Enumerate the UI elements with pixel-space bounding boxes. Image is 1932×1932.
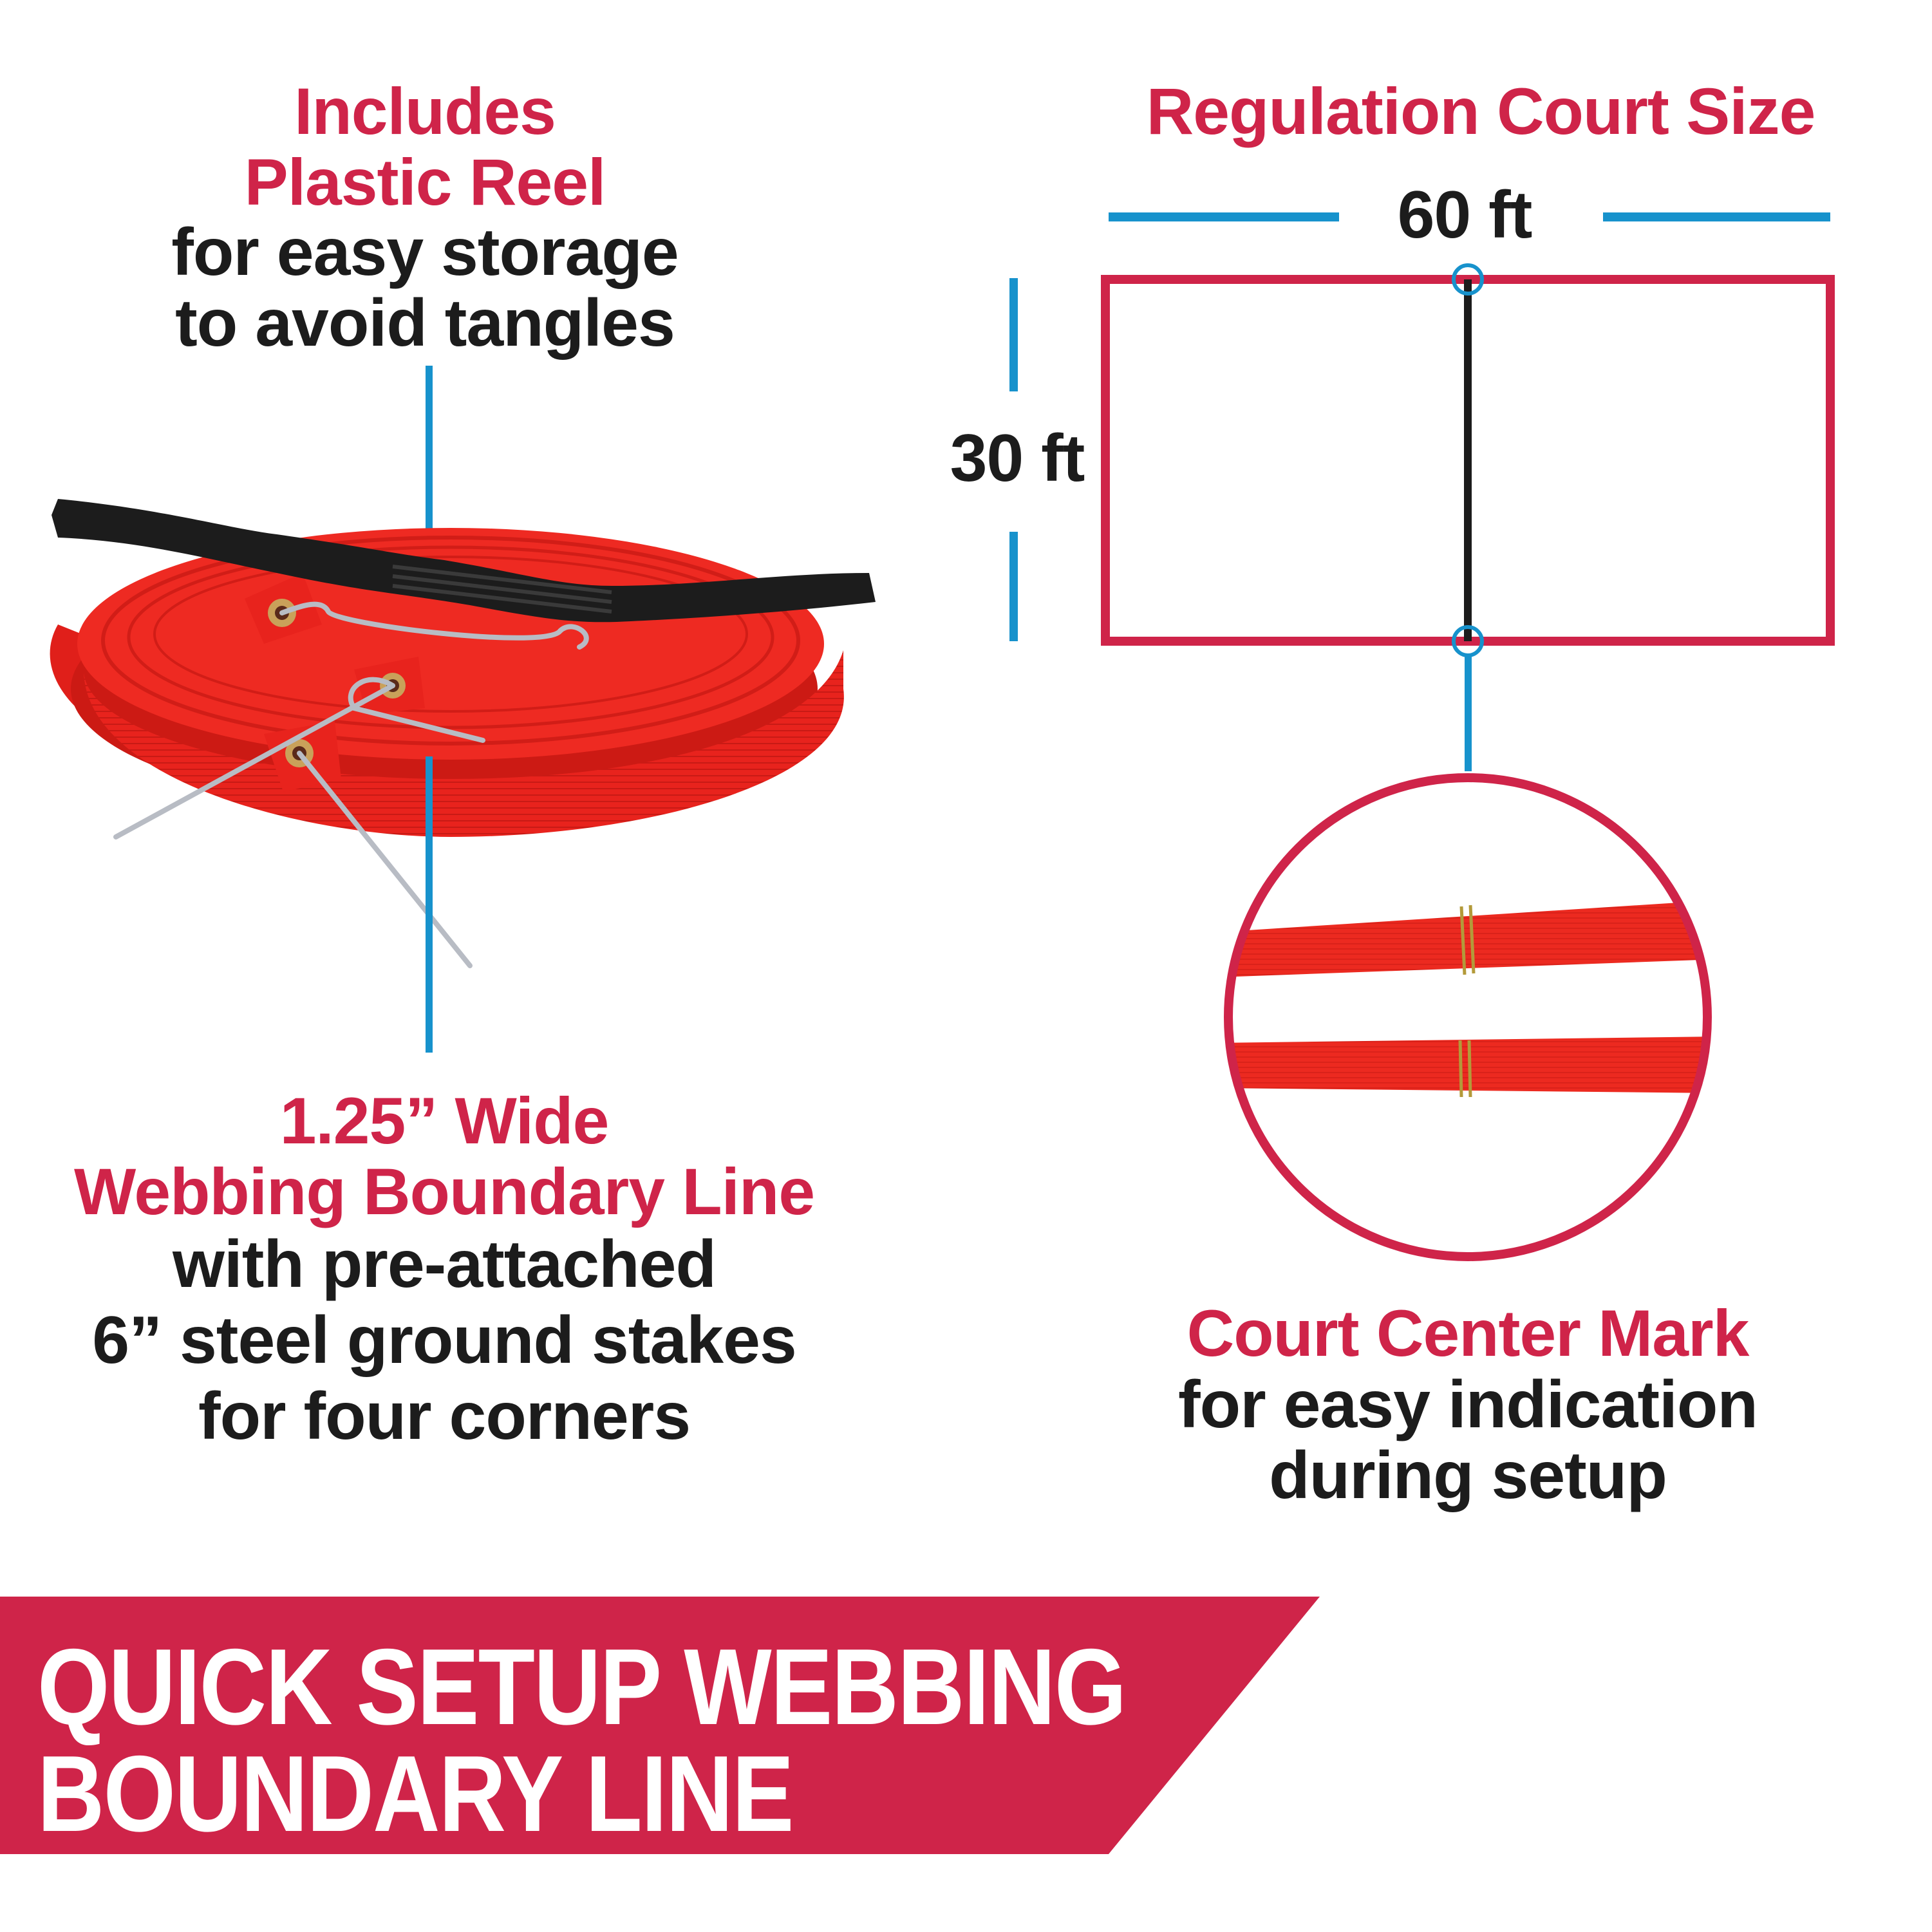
webbing-body-line1: with pre-attached: [173, 1227, 717, 1302]
webbing-body-line3: for four corners: [198, 1379, 691, 1454]
court-diagram-title: Regulation Court Size: [1146, 75, 1816, 148]
height-dimension-line-top: [1009, 278, 1018, 391]
court-outline: [1101, 263, 1835, 657]
center-mark-leader-line: [1465, 655, 1472, 771]
center-mark-zoom-circle: [1224, 773, 1712, 1261]
reel-title-line2: Plastic Reel: [244, 145, 606, 219]
webbing-leader-line: [426, 756, 433, 1053]
height-dimension-line-bottom: [1009, 532, 1018, 641]
webbing-title-line1: 1.25” Wide: [279, 1084, 610, 1158]
reel-leader-line: [426, 366, 433, 533]
title-banner: QUICK SETUP WEBBING BOUNDARY LINE: [0, 1597, 1320, 1854]
banner-line2: BOUNDARY LINE: [37, 1733, 794, 1854]
width-dimension-line-left: [1109, 212, 1339, 221]
center-mark-body-line1: for easy indication: [1178, 1367, 1758, 1442]
reel-body-line1: for easy storage: [171, 215, 679, 290]
webbing-title-line2: Webbing Boundary Line: [73, 1155, 815, 1228]
width-dimension-line-right: [1603, 212, 1830, 221]
center-mark-body-line2: during setup: [1269, 1438, 1667, 1513]
height-dimension-label: 30 ft: [950, 421, 1085, 496]
center-mark-title: Court Center Mark: [1186, 1297, 1750, 1370]
width-dimension-label: 60 ft: [1397, 178, 1533, 252]
webbing-body-line2: 6” steel ground stakes: [92, 1303, 797, 1378]
reel-title-line1: Includes: [294, 75, 556, 148]
reel-body-line2: to avoid tangles: [175, 286, 675, 361]
banner-line1: QUICK SETUP WEBBING: [37, 1626, 1127, 1747]
webbing-reel-image: [50, 499, 876, 968]
